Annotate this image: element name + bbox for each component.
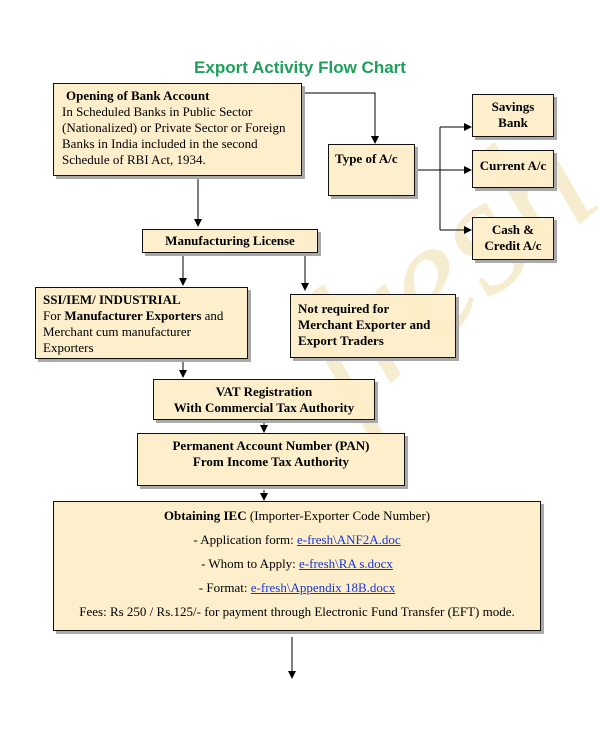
iec-item: - Format: e-fresh\Appendix 18B.docx — [58, 580, 536, 596]
bank-account-line: Banks in India included in the second — [62, 136, 258, 151]
not-required-box: Not required for Merchant Exporter and E… — [290, 294, 456, 358]
arrow-bank-to-type — [302, 92, 379, 144]
cash-credit-label: Cash & — [491, 222, 535, 237]
ssi-line-3: Merchant cum manufacturer — [43, 324, 191, 339]
account-type-label: Type of A/c — [335, 151, 398, 166]
ssi-line2-suffix: and — [201, 308, 224, 323]
iec-fees: Fees: Rs 250 / Rs.125/- for payment thro… — [79, 604, 515, 619]
iec-heading-rest: (Importer-Exporter Code Number) — [246, 508, 431, 523]
ssi-industrial-box: SSI/IEM/ INDUSTRIAL For Manufacturer Exp… — [35, 287, 248, 359]
vat-line-2: With Commercial Tax Authority — [173, 400, 355, 415]
chart-title: Export Activity Flow Chart — [194, 58, 406, 77]
cash-credit-label-2: Credit A/c — [484, 238, 542, 253]
ssi-line2-prefix: For — [43, 308, 65, 323]
not-required-line: Not required for — [298, 301, 390, 316]
manufacturing-license-label: Manufacturing License — [165, 233, 295, 248]
iec-item-prefix: - Application form: — [193, 532, 297, 547]
pan-line-2: From Income Tax Authority — [192, 454, 350, 469]
ssi-heading: SSI/IEM/ INDUSTRIAL — [43, 292, 181, 307]
not-required-line: Export Traders — [298, 333, 384, 348]
savings-label-2: Bank — [498, 115, 528, 130]
vat-registration-box: VAT Registration With Commercial Tax Aut… — [153, 379, 375, 420]
pan-line-1: Permanent Account Number (PAN) — [172, 438, 370, 453]
format-link[interactable]: e-fresh\Appendix 18B.docx — [250, 580, 396, 595]
bank-account-line: Schedule of RBI Act, 1934. — [62, 152, 206, 167]
iec-item: - Whom to Apply: e-fresh\RA s.docx — [58, 556, 536, 572]
iec-box: Obtaining IEC (Importer-Exporter Code Nu… — [53, 501, 541, 631]
iec-item-prefix: - Format: — [198, 580, 251, 595]
bank-account-line: (Nationalized) or Private Sector or Fore… — [62, 120, 286, 135]
whom-to-apply-link[interactable]: e-fresh\RA s.docx — [299, 556, 393, 571]
savings-label: Savings — [491, 99, 535, 114]
savings-bank-box: Savings Bank — [472, 94, 554, 137]
application-form-link[interactable]: e-fresh\ANF2A.doc — [297, 532, 401, 547]
iec-heading: Obtaining IEC (Importer-Exporter Code Nu… — [58, 508, 536, 524]
vat-line-1: VAT Registration — [215, 384, 313, 399]
iec-item: - Application form: e-fresh\ANF2A.doc — [58, 532, 536, 548]
bank-account-heading: Opening of Bank Account — [66, 88, 210, 103]
not-required-line: Merchant Exporter and — [298, 317, 431, 332]
ssi-line-4: Exporters — [43, 340, 94, 355]
cash-credit-box: Cash & Credit A/c — [472, 217, 554, 260]
current-label: Current A/c — [479, 158, 547, 173]
iec-item-prefix: - Whom to Apply: — [201, 556, 300, 571]
pan-box: Permanent Account Number (PAN) From Inco… — [137, 433, 405, 486]
bank-account-line: In Scheduled Banks in Public Sector — [62, 104, 253, 119]
account-type-box: Type of A/c — [328, 144, 415, 196]
arrow-to-savings — [439, 127, 471, 230]
manufacturing-license-box: Manufacturing License — [142, 229, 318, 253]
ssi-line-2: For Manufacturer Exporters and — [43, 308, 240, 324]
current-account-box: Current A/c — [472, 150, 554, 188]
ssi-line2-bold: Manufacturer Exporters — [64, 308, 202, 323]
iec-heading-bold: Obtaining IEC — [163, 508, 247, 523]
bank-account-box: Opening of Bank Account In Scheduled Ban… — [53, 83, 302, 176]
